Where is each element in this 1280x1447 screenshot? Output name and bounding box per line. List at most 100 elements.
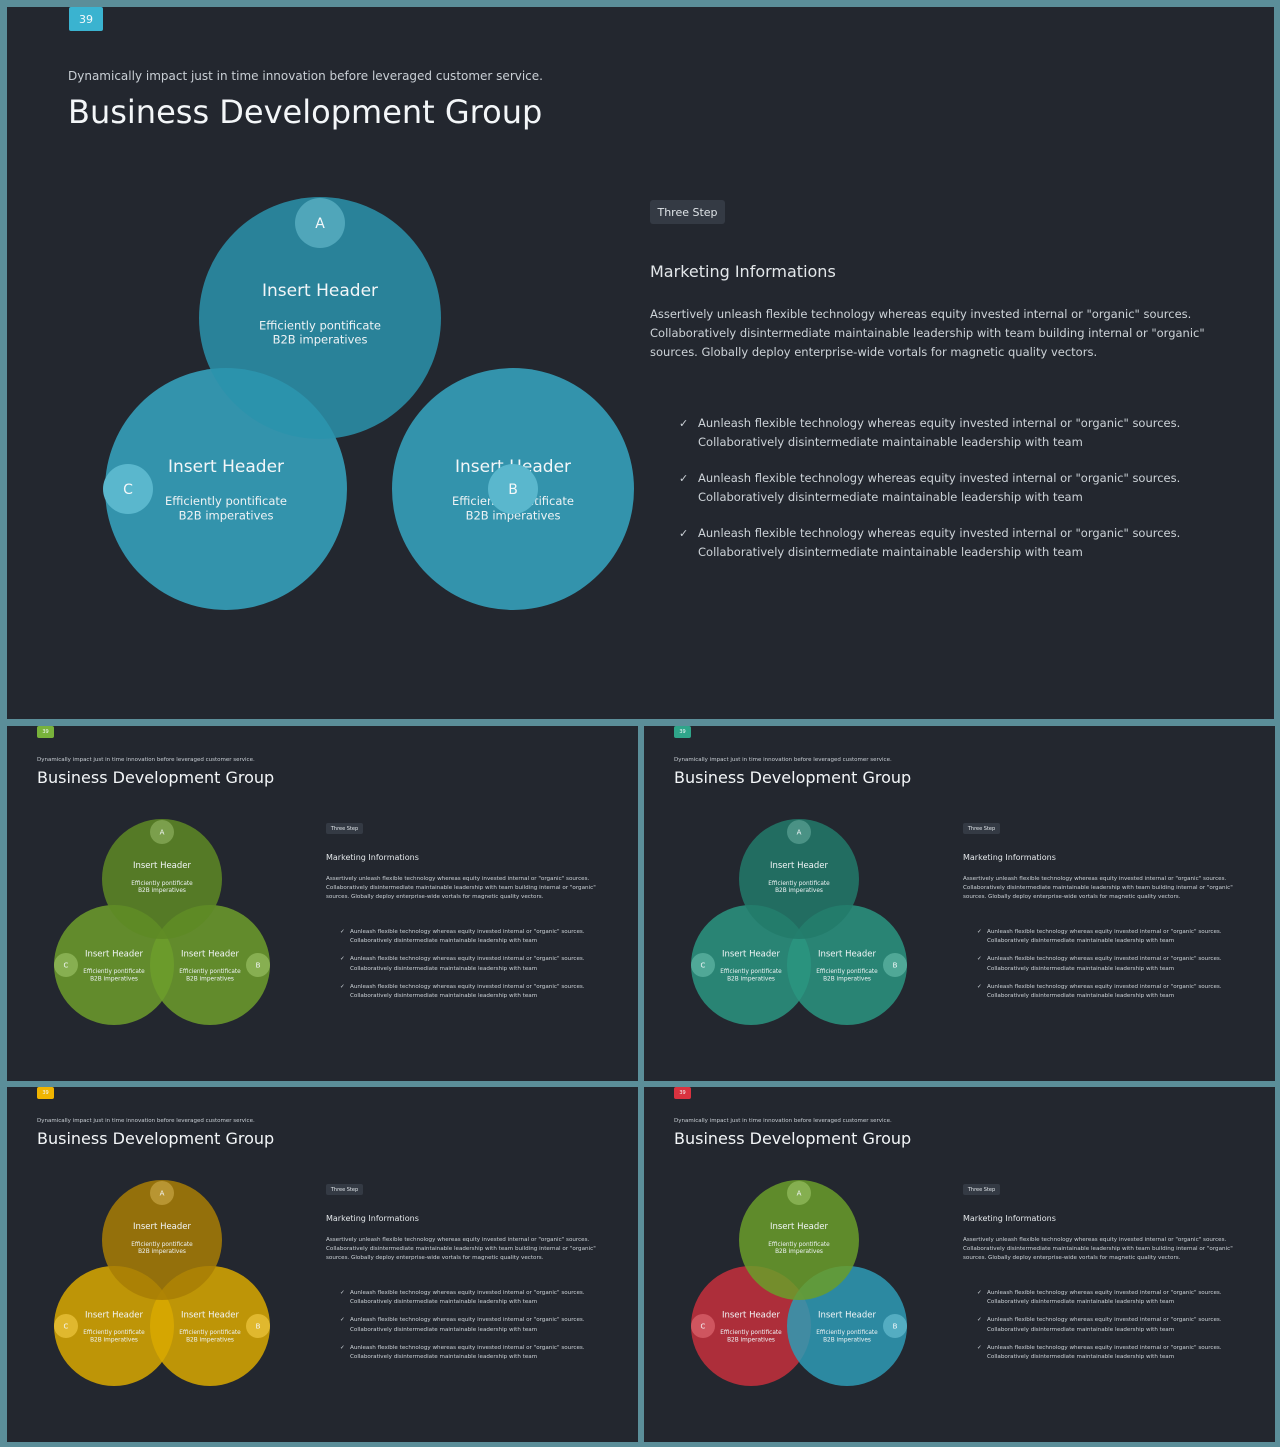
slide-title: Business Development Group bbox=[674, 1129, 912, 1148]
marketing-paragraph: Assertively unleash flexible technology … bbox=[963, 876, 1233, 901]
letter-badge-label-b: B bbox=[256, 962, 261, 970]
venn-text-c: B2B imperatives bbox=[90, 976, 138, 982]
bullet-text: Aunleash flexible technology whereas equ… bbox=[987, 929, 1222, 945]
check-icon: ✓ bbox=[340, 983, 345, 990]
letter-badge-c bbox=[691, 953, 715, 977]
venn-text-a: B2B imperatives bbox=[138, 1249, 186, 1255]
letter-badge-label-b: B bbox=[893, 962, 898, 970]
venn-header-a: Insert Header bbox=[770, 1222, 829, 1232]
marketing-header: Marketing Informations bbox=[326, 853, 419, 862]
letter-badge-b bbox=[246, 1314, 270, 1338]
venn-text-c: Efficiently pontificate bbox=[83, 969, 145, 975]
venn-text-c: B2B imperatives bbox=[727, 976, 775, 982]
letter-badge-label-c: C bbox=[123, 482, 133, 498]
bullet-item: ✓ Aunleash flexible technology whereas eq… bbox=[340, 983, 610, 1001]
venn-text-a: B2B imperatives bbox=[138, 888, 186, 894]
marketing-paragraph: Assertively unleash flexible technology … bbox=[650, 307, 1205, 359]
check-icon: ✓ bbox=[679, 417, 689, 430]
venn-text-a: B2B imperatives bbox=[273, 333, 368, 347]
three-step-tag: Three Step bbox=[963, 823, 1000, 834]
venn-text-c: Efficiently pontificate bbox=[165, 494, 287, 508]
slide-subtitle: Dynamically impact just in time innovati… bbox=[68, 69, 543, 83]
venn-text-a: B2B imperatives bbox=[775, 888, 823, 894]
venn-header-a: Insert Header bbox=[770, 861, 829, 871]
check-icon: ✓ bbox=[977, 1344, 982, 1351]
bullet-item: ✓Aunleash flexible technology whereas eq… bbox=[340, 928, 610, 946]
check-icon: ✓ bbox=[340, 1290, 345, 1296]
venn-text-a: Efficiently pontificate bbox=[131, 1242, 193, 1248]
letter-badge-c bbox=[54, 953, 78, 977]
bullet-text: Aunleash flexible technology whereas equ… bbox=[350, 983, 585, 1000]
marketing-header: Marketing Informations bbox=[963, 1214, 1056, 1223]
venn-text-a: B2B imperatives bbox=[775, 1249, 823, 1255]
marketing-paragraph: Assertively unleash flexible technology … bbox=[326, 1237, 596, 1262]
bullet-text: Aunleash flexible technology whereas equ… bbox=[350, 929, 585, 945]
venn-header-b: Insert Header bbox=[818, 950, 877, 960]
bullet-item: ✓Aunleash flexible technology whereas eq… bbox=[340, 955, 610, 973]
bullet-list: ✓ Aunleash flexible technology whereas eq… bbox=[340, 928, 610, 1010]
letter-badge-c bbox=[691, 1314, 715, 1338]
venn-circle-a bbox=[199, 197, 441, 439]
venn-circle-a bbox=[739, 1180, 859, 1300]
letter-badge-a bbox=[150, 820, 174, 844]
venn-header-b: Insert Header bbox=[181, 1311, 240, 1321]
slide-subtitle: Dynamically impact just in time innovati… bbox=[37, 757, 255, 763]
bullet-text: Aunleash flexible technology whereas equ… bbox=[987, 983, 1222, 1000]
letter-badge-a bbox=[295, 198, 345, 248]
venn-header-c: Insert Header bbox=[168, 457, 284, 477]
venn-header-c: Insert Header bbox=[722, 1311, 781, 1321]
bullet-item: ✓Aunleash flexible technology whereas eq… bbox=[340, 1289, 610, 1307]
slide-subtitle: Dynamically impact just in time innovati… bbox=[674, 757, 892, 763]
marketing-paragraph: Assertively unleash flexible technology … bbox=[963, 1237, 1233, 1262]
letter-badge-label-a: A bbox=[797, 1190, 802, 1198]
marketing-header: Marketing Informations bbox=[650, 262, 836, 281]
check-icon: ✓ bbox=[679, 527, 689, 540]
venn-text-a: Efficiently pontificate bbox=[768, 1242, 830, 1248]
bullet-list: ✓ Aunleash flexible technology whereas eq… bbox=[977, 1289, 1247, 1371]
letter-badge-b bbox=[246, 953, 270, 977]
venn-header-c: Insert Header bbox=[722, 950, 781, 960]
venn-text-c: Efficiently pontificate bbox=[83, 1330, 145, 1336]
venn-text-b: B2B imperatives bbox=[186, 1337, 234, 1343]
check-icon: ✓ bbox=[977, 983, 982, 990]
venn-header-c: Insert Header bbox=[85, 1311, 144, 1321]
venn-text-b: Efficiently pontificate bbox=[816, 1330, 878, 1336]
venn-text-b: Efficiently pontificate bbox=[816, 969, 878, 975]
letter-badge-label-b: B bbox=[508, 482, 518, 498]
letter-badge-b bbox=[488, 464, 538, 514]
letter-badge-a bbox=[787, 1181, 811, 1205]
bullet-item: ✓Aunleash flexible technology whereas eq… bbox=[977, 955, 1247, 973]
letter-badge-c bbox=[103, 464, 153, 514]
letter-badge-label-c: C bbox=[64, 1323, 69, 1331]
check-icon: ✓ bbox=[340, 956, 345, 963]
venn-text-a: Efficiently pontificate bbox=[259, 318, 381, 332]
venn-text-b: B2B imperatives bbox=[823, 1337, 871, 1343]
venn-text-c: B2B imperatives bbox=[179, 509, 274, 523]
bullet-item: ✓ Aunleash flexible technology whereas eq… bbox=[977, 983, 1247, 1001]
letter-badge-label-a: A bbox=[315, 216, 325, 232]
venn-text-b: B2B imperatives bbox=[186, 976, 234, 982]
bullet-item: ✓Aunleash flexible technology whereas eq… bbox=[977, 1344, 1247, 1362]
three-step-tag: Three Step bbox=[650, 200, 725, 224]
venn-header-a: Insert Header bbox=[133, 861, 192, 871]
marketing-header: Marketing Informations bbox=[326, 1214, 419, 1223]
check-icon: ✓ bbox=[977, 1317, 982, 1324]
slide-title: Business Development Group bbox=[68, 93, 543, 131]
bullet-item: ✓Aunleash flexible technology whereas eq… bbox=[679, 469, 1218, 507]
check-icon: ✓ bbox=[340, 1344, 345, 1351]
slide-title: Business Development Group bbox=[37, 768, 275, 787]
marketing-header: Marketing Informations bbox=[963, 853, 1056, 862]
letter-badge-b bbox=[883, 953, 907, 977]
letter-badge-label-c: C bbox=[701, 962, 706, 970]
bullet-text: Aunleash flexible technology whereas equ… bbox=[987, 1317, 1222, 1333]
slide-number-badge: 39 bbox=[674, 1087, 691, 1099]
venn-circle-a bbox=[102, 1180, 222, 1300]
bullet-text: Aunleash flexible technology whereas equ… bbox=[350, 1317, 585, 1333]
